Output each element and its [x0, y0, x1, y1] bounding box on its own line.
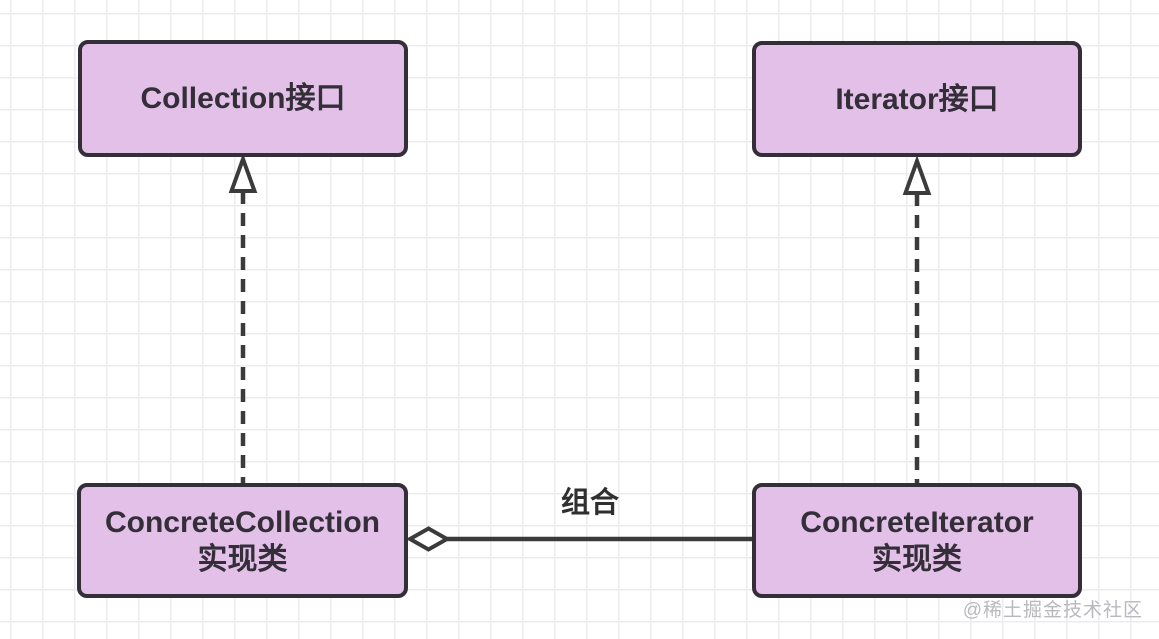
node-concrete-collection: ConcreteCollection 实现类 — [77, 483, 408, 598]
node-iterator-interface: Iterator接口 — [752, 41, 1082, 157]
node-label-line2: 实现类 — [197, 542, 288, 576]
node-label-line2: 实现类 — [872, 542, 962, 576]
node-label-line1: ConcreteIterator — [800, 505, 1034, 539]
open-arrowhead-icon — [228, 153, 258, 193]
aggregation-edge-label: 组合 — [560, 487, 619, 519]
node-label: Collection接口 — [140, 82, 346, 115]
node-collection-interface: Collection接口 — [78, 40, 408, 157]
edge-collection-realization — [228, 153, 258, 483]
edge-aggregation-link — [405, 526, 752, 552]
open-arrowhead-icon — [902, 155, 932, 195]
node-label: Iterator接口 — [835, 82, 999, 116]
node-label-line1: ConcreteCollection — [104, 505, 381, 539]
watermark-text: @稀土掘金技术社区 — [962, 600, 1143, 621]
edge-iterator-realization — [902, 155, 932, 483]
node-concrete-iterator: ConcreteIterator 实现类 — [752, 483, 1082, 598]
hollow-diamond-icon — [405, 526, 452, 552]
